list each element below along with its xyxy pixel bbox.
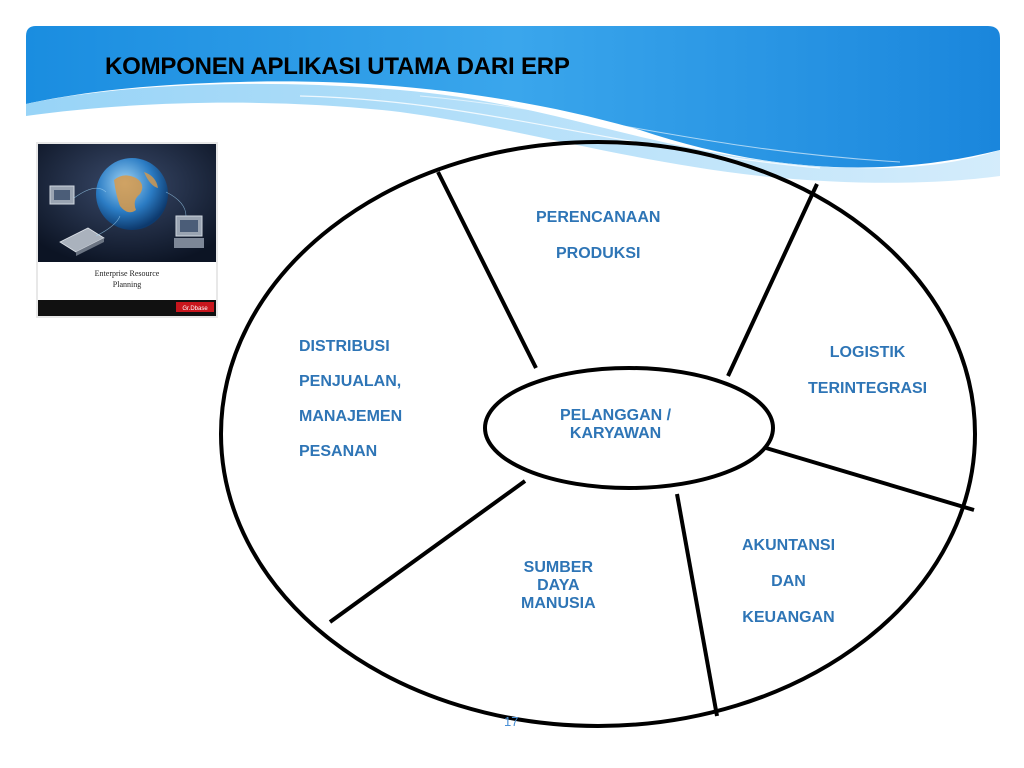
slide-title: KOMPONEN APLIKASI UTAMA DARI ERP <box>105 53 570 80</box>
label-line: PENJUALAN, <box>299 373 402 390</box>
divider-line <box>436 171 538 369</box>
center-label-pelanggan-karyawan: PELANGGAN / KARYAWAN <box>560 407 671 443</box>
outer-ellipse <box>219 140 977 728</box>
divider-line <box>726 183 819 377</box>
computer-icon <box>49 185 204 248</box>
label-line: PELANGGAN / <box>560 407 672 424</box>
center-ellipse <box>483 366 775 490</box>
header-wave-banner <box>26 26 1000 183</box>
label-line: MANUSIA <box>521 595 596 612</box>
segment-label-distribusi: DISTRIBUSI PENJUALAN, MANAJEMEN PESANAN <box>299 338 402 461</box>
label-line: KEUANGAN <box>742 609 835 626</box>
laptop-icon <box>59 227 105 256</box>
segment-label-akuntansi-keuangan: AKUNTANSI DAN KEUANGAN <box>742 537 835 627</box>
label-line: SUMBER <box>523 559 593 576</box>
label-line: MANAJEMEN <box>299 408 403 425</box>
book-title-line1: Enterprise Resource <box>95 269 160 278</box>
segment-label-perencanaan-produksi: PERENCANAAN PRODUKSI <box>536 209 660 263</box>
label-line: PESANAN <box>299 443 378 460</box>
page-number: 17 <box>504 714 519 729</box>
label-line: PRODUKSI <box>556 245 641 262</box>
label-line: DISTRIBUSI <box>299 338 390 355</box>
label-line: DAYA <box>537 577 580 594</box>
divider-line <box>765 446 975 512</box>
globe-icon <box>96 158 168 230</box>
divider-line <box>328 479 527 624</box>
segment-label-sumber-daya-manusia: SUMBER DAYA MANUSIA <box>521 559 596 613</box>
label-line: AKUNTANSI <box>742 537 836 554</box>
publisher-badge: Gr.Dbase <box>182 306 208 312</box>
label-line: TERINTEGRASI <box>808 380 928 397</box>
book-title-line2: Planning <box>113 280 141 289</box>
segment-label-logistik-terintegrasi: LOGISTIK TERINTEGRASI <box>808 344 927 398</box>
label-line: DAN <box>771 573 806 590</box>
label-line: KARYAWAN <box>569 425 662 442</box>
label-line: PERENCANAAN <box>536 209 661 226</box>
erp-book-cover-image: Enterprise Resource Planning Gr.Dbase <box>36 142 218 318</box>
divider-line <box>675 493 719 717</box>
label-line: LOGISTIK <box>829 344 906 361</box>
